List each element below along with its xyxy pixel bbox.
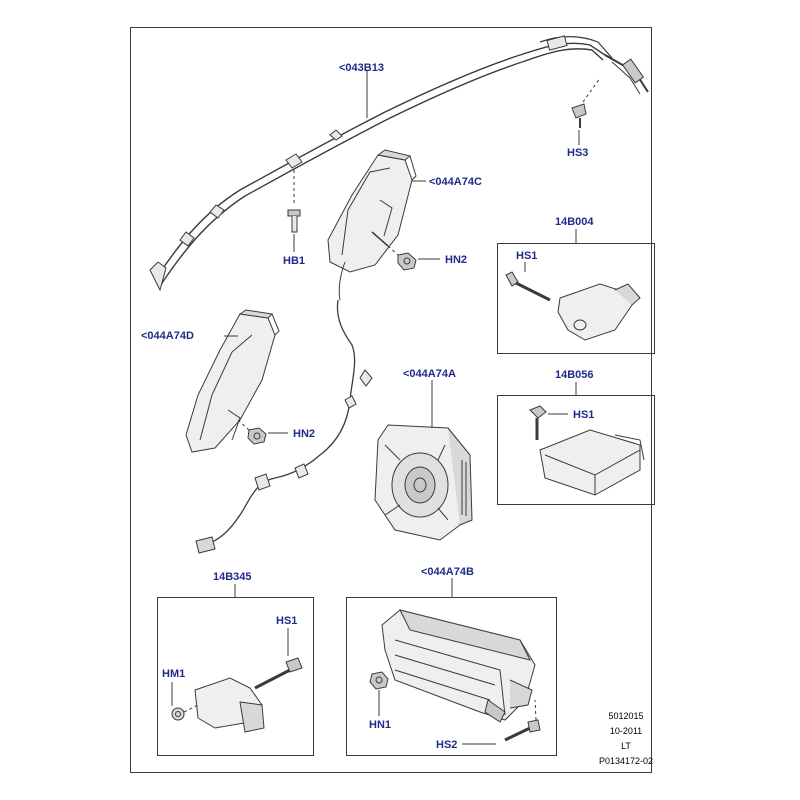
doc-date: 10-2011 xyxy=(609,726,643,736)
diagram-frame xyxy=(130,27,652,773)
callout-hb1: HB1 xyxy=(283,255,306,267)
side-airbag-044A74C xyxy=(327,149,417,301)
doc-lang: LT xyxy=(621,741,631,751)
bolt-hs2 xyxy=(462,699,541,745)
sensor-14B345 xyxy=(171,657,303,733)
callout-hs3: HS3 xyxy=(567,147,589,159)
module-14B056 xyxy=(529,405,645,496)
callout-hm1: HM1 xyxy=(162,668,186,680)
inset-box-14B004 xyxy=(497,243,655,354)
driver-airbag-044A74A xyxy=(374,424,473,541)
doc-code: 5012015 xyxy=(608,711,644,721)
sensor-14B004 xyxy=(505,271,641,341)
callout-hn2-left: HN2 xyxy=(293,428,316,440)
inset-box-14B056 xyxy=(497,395,655,505)
callout-hn1: HN1 xyxy=(369,719,392,731)
airbag-harness xyxy=(195,299,373,554)
callout-hn2-top: HN2 xyxy=(445,254,468,266)
bolt-hs3 xyxy=(571,77,601,128)
callout-044A74A: <044A74A xyxy=(403,368,456,380)
side-airbag-044A74D xyxy=(185,309,280,453)
callout-044A74B: <044A74B xyxy=(421,566,474,578)
callout-14B345: 14B345 xyxy=(213,571,252,583)
nut-hn1 xyxy=(369,671,389,716)
callout-044A74D: <044A74D xyxy=(141,330,194,342)
bolt-hb1 xyxy=(287,170,301,252)
callout-044A74C: <044A74C xyxy=(429,176,482,188)
callout-043B13: <043B13 xyxy=(339,62,384,74)
inset-box-14B345 xyxy=(157,597,314,756)
callout-14B056: 14B056 xyxy=(555,369,594,381)
callout-hs1-14B345: HS1 xyxy=(276,615,298,627)
callout-hs1-14B056: HS1 xyxy=(573,409,595,421)
callout-hs1-14B004: HS1 xyxy=(516,250,538,262)
callout-hs2: HS2 xyxy=(436,739,458,751)
nut-hn2-left xyxy=(237,419,288,445)
passenger-airbag-044A74B xyxy=(381,609,536,723)
inset-box-044A74B xyxy=(346,597,557,756)
nut-hn2-top xyxy=(387,245,440,271)
curtain-airbag-043B13 xyxy=(149,35,649,292)
callout-14B004: 14B004 xyxy=(555,216,594,228)
doc-figure-id: P0134172-02 xyxy=(598,756,654,766)
